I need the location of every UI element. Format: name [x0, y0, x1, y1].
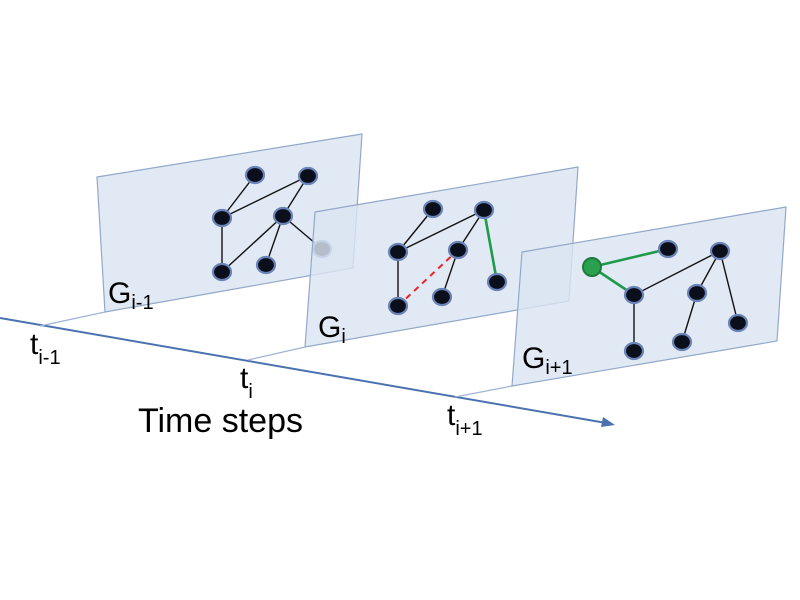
edge-added [482, 209, 499, 283]
graph-node [657, 239, 679, 259]
graph-node [473, 200, 495, 220]
guide-line-3 [454, 385, 513, 398]
graph-node [272, 206, 294, 226]
graph-node [623, 285, 645, 305]
graph-node [211, 208, 233, 228]
timestep-label-3: ti+1 [447, 399, 483, 440]
graph-label-2: Gi [318, 311, 346, 348]
edge [397, 209, 485, 253]
graph-node [709, 241, 731, 261]
guide-line-1 [39, 311, 106, 327]
graph-label-3: Gi+1 [522, 342, 573, 379]
graph-node [486, 272, 508, 292]
edge [633, 250, 721, 296]
edge [221, 175, 309, 219]
timestep-label-2: ti [240, 362, 253, 403]
edge [221, 215, 284, 273]
graph-node [422, 199, 444, 219]
timestep-label-1: ti-1 [30, 328, 61, 369]
edge-removed [397, 249, 459, 307]
graph-node [671, 332, 693, 352]
edge [719, 250, 739, 324]
graph-label-1: Gi-1 [108, 277, 154, 314]
graph-node [387, 242, 409, 262]
graph-node [686, 283, 708, 303]
graph-node [447, 240, 469, 260]
graph-node [727, 313, 749, 333]
graph-panel-2: Gi [304, 166, 579, 348]
new-graph-node [582, 257, 602, 277]
graph-node [431, 287, 453, 307]
graph-node [255, 255, 277, 275]
graph-node [387, 296, 409, 316]
graph-node [211, 262, 233, 282]
edge-added [591, 247, 669, 269]
guide-line-2 [247, 346, 306, 361]
graph-node [623, 341, 645, 361]
axis-label: Time steps [138, 402, 303, 440]
graph-node [244, 165, 266, 185]
graph-panel-3: Gi+1 [511, 206, 787, 387]
time-axis [0, 317, 613, 425]
time-axis-arrowhead [601, 417, 615, 427]
graph-node [297, 166, 319, 186]
